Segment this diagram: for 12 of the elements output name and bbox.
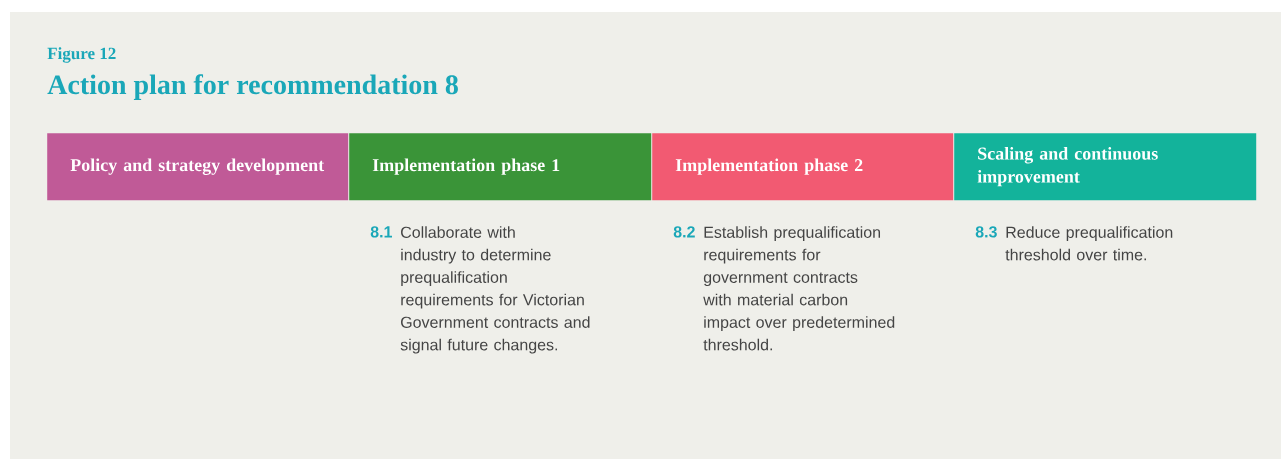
step-number: 8.3 bbox=[975, 226, 997, 238]
title: Action plan for recommendation 8 bbox=[47, 74, 458, 100]
phase-band: Implementation phase 2 bbox=[652, 133, 954, 201]
step-number: 8.1 bbox=[370, 226, 392, 238]
figure-number: Figure 12 bbox=[47, 47, 116, 63]
step-description: Establish prequalification requirements for government contracts with material carbon impact over predetermined threshold. bbox=[703, 226, 895, 351]
step-number: 8.2 bbox=[673, 226, 695, 238]
step-description: Collaborate with industry to determine prequalification requirements for Victorian Government contracts and signal future changes. bbox=[400, 226, 590, 354]
step-description: Reduce prequalification threshold over time. bbox=[1005, 226, 1173, 261]
phase-band: Policy and strategy development bbox=[47, 133, 349, 201]
phase-band: Implementation phase 1 bbox=[349, 133, 652, 201]
phase-band: Scaling and continuous improvement bbox=[954, 133, 1257, 201]
